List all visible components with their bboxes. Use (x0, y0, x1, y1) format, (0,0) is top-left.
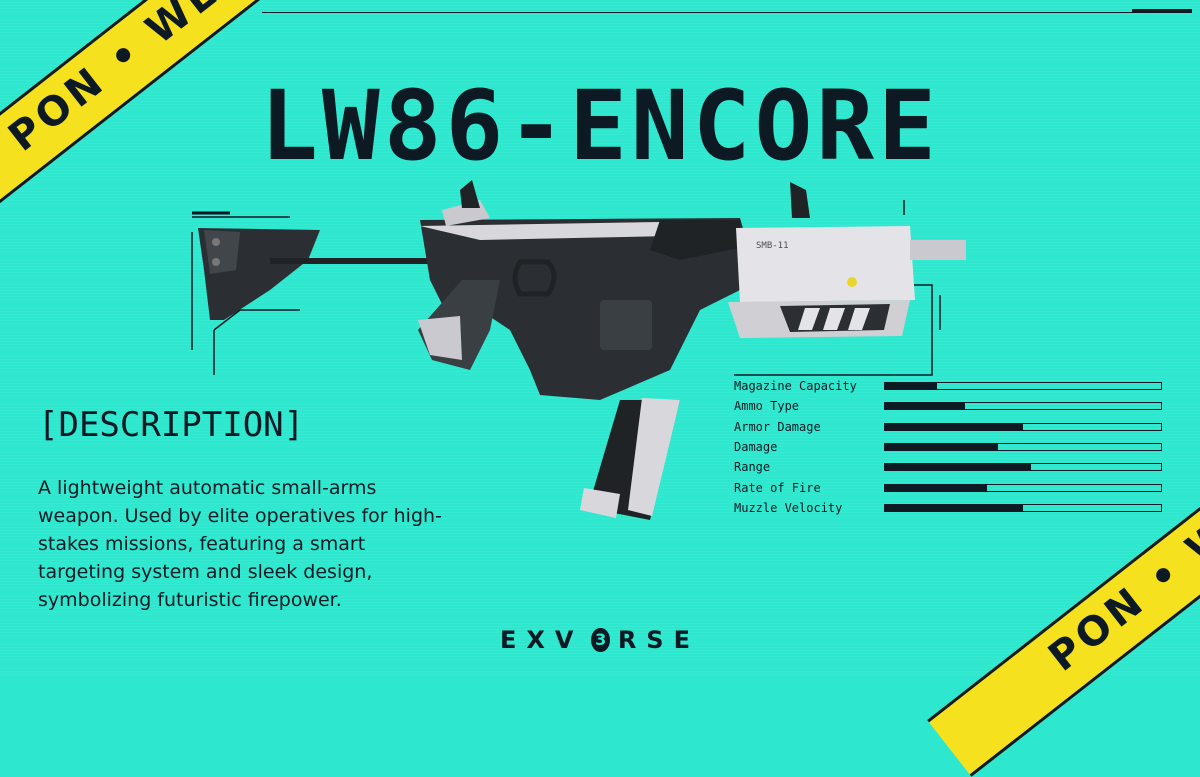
gun-shroud: SMB-11 (728, 226, 966, 338)
gun-stock (198, 228, 430, 320)
gun-magazine (580, 398, 680, 520)
stat-row: Armor Damage (734, 417, 1164, 437)
description-text: A lightweight automatic small-arms weapo… (38, 477, 442, 611)
stat-row: Range (734, 457, 1164, 477)
stat-bar (884, 402, 1162, 411)
stat-bar-fill (885, 444, 999, 451)
gun-grip (418, 259, 557, 370)
gun-receiver (420, 180, 810, 400)
stat-bar (884, 483, 1162, 492)
stat-bar (884, 422, 1162, 431)
stat-bar-fill (885, 484, 988, 491)
stat-bar (884, 382, 1162, 391)
stat-label: Armor Damage (734, 419, 821, 434)
weapon-title: LW86-ENCORE (260, 70, 940, 182)
stat-row: Magazine Capacity (734, 376, 1164, 396)
stat-label: Range (734, 460, 771, 475)
description-heading: [DESCRIPTION] (38, 405, 305, 445)
gun-serial-label: SMB-11 (756, 241, 789, 251)
stat-bar-fill (885, 383, 938, 390)
stat-row: Damage (734, 437, 1164, 457)
decorative-lines (191, 200, 941, 376)
logo-text-right: RSE (617, 626, 700, 654)
stat-bar (884, 503, 1162, 512)
stat-bar-fill (885, 403, 966, 410)
stat-row: Rate of Fire (734, 477, 1164, 497)
stat-row: Muzzle Velocity (734, 498, 1164, 518)
stat-bar-fill (885, 504, 1023, 511)
stat-label: Damage (734, 440, 778, 455)
stat-label: Muzzle Velocity (734, 500, 843, 515)
stat-label: Rate of Fire (734, 480, 821, 495)
weapon-render: SMB-11 (198, 180, 966, 520)
logo-mark-icon: 3 (591, 628, 610, 652)
logo-text-left: EXV (500, 626, 584, 654)
stat-bar-fill (885, 464, 1032, 471)
stat-bar-fill (885, 423, 1023, 430)
stat-bar (884, 443, 1162, 452)
stat-label: Magazine Capacity (734, 379, 857, 394)
top-divider (262, 9, 1192, 13)
stat-bar (884, 463, 1162, 472)
stat-label: Ammo Type (734, 399, 800, 414)
stat-row: Ammo Type (734, 396, 1164, 416)
exverse-logo: EXV 3 RSE (500, 622, 700, 658)
